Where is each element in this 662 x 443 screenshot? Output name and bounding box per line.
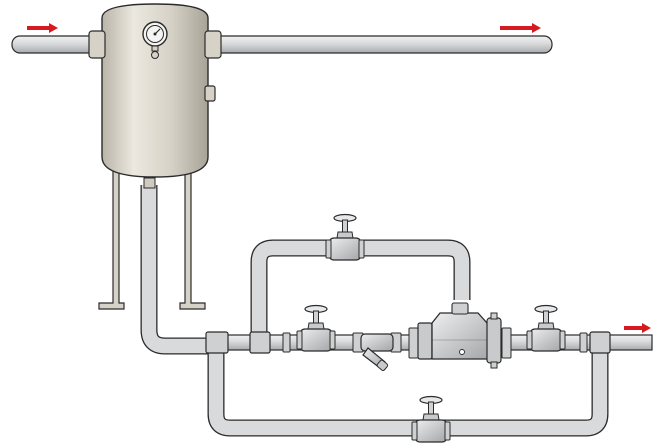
vessel-inlet-nozzle [88,30,106,59]
bypass-lower-valve-icon[interactable] [411,395,451,443]
drain-discharge-arrow-icon [624,323,651,333]
bypass-loop-lower [207,350,609,437]
vessel-side-port [204,85,216,102]
float-steam-trap-icon [408,302,512,369]
pipe-unions [282,332,588,353]
separator-vessel [88,3,222,178]
bypass-upper-valve-icon[interactable] [325,213,365,261]
vessel-support-legs [98,169,206,310]
vessel-outlet-nozzle [204,30,222,59]
outlet-flow-arrow-icon [500,23,541,33]
pressure-gauge-icon [142,21,168,59]
trap-inlet-valve-icon[interactable] [296,304,336,352]
pipe-tees [205,331,611,354]
y-strainer-icon [352,332,402,371]
trap-outlet-valve-icon[interactable] [526,304,566,352]
drain-leg-pipe [140,177,220,355]
inlet-flow-arrow-icon [27,23,58,33]
